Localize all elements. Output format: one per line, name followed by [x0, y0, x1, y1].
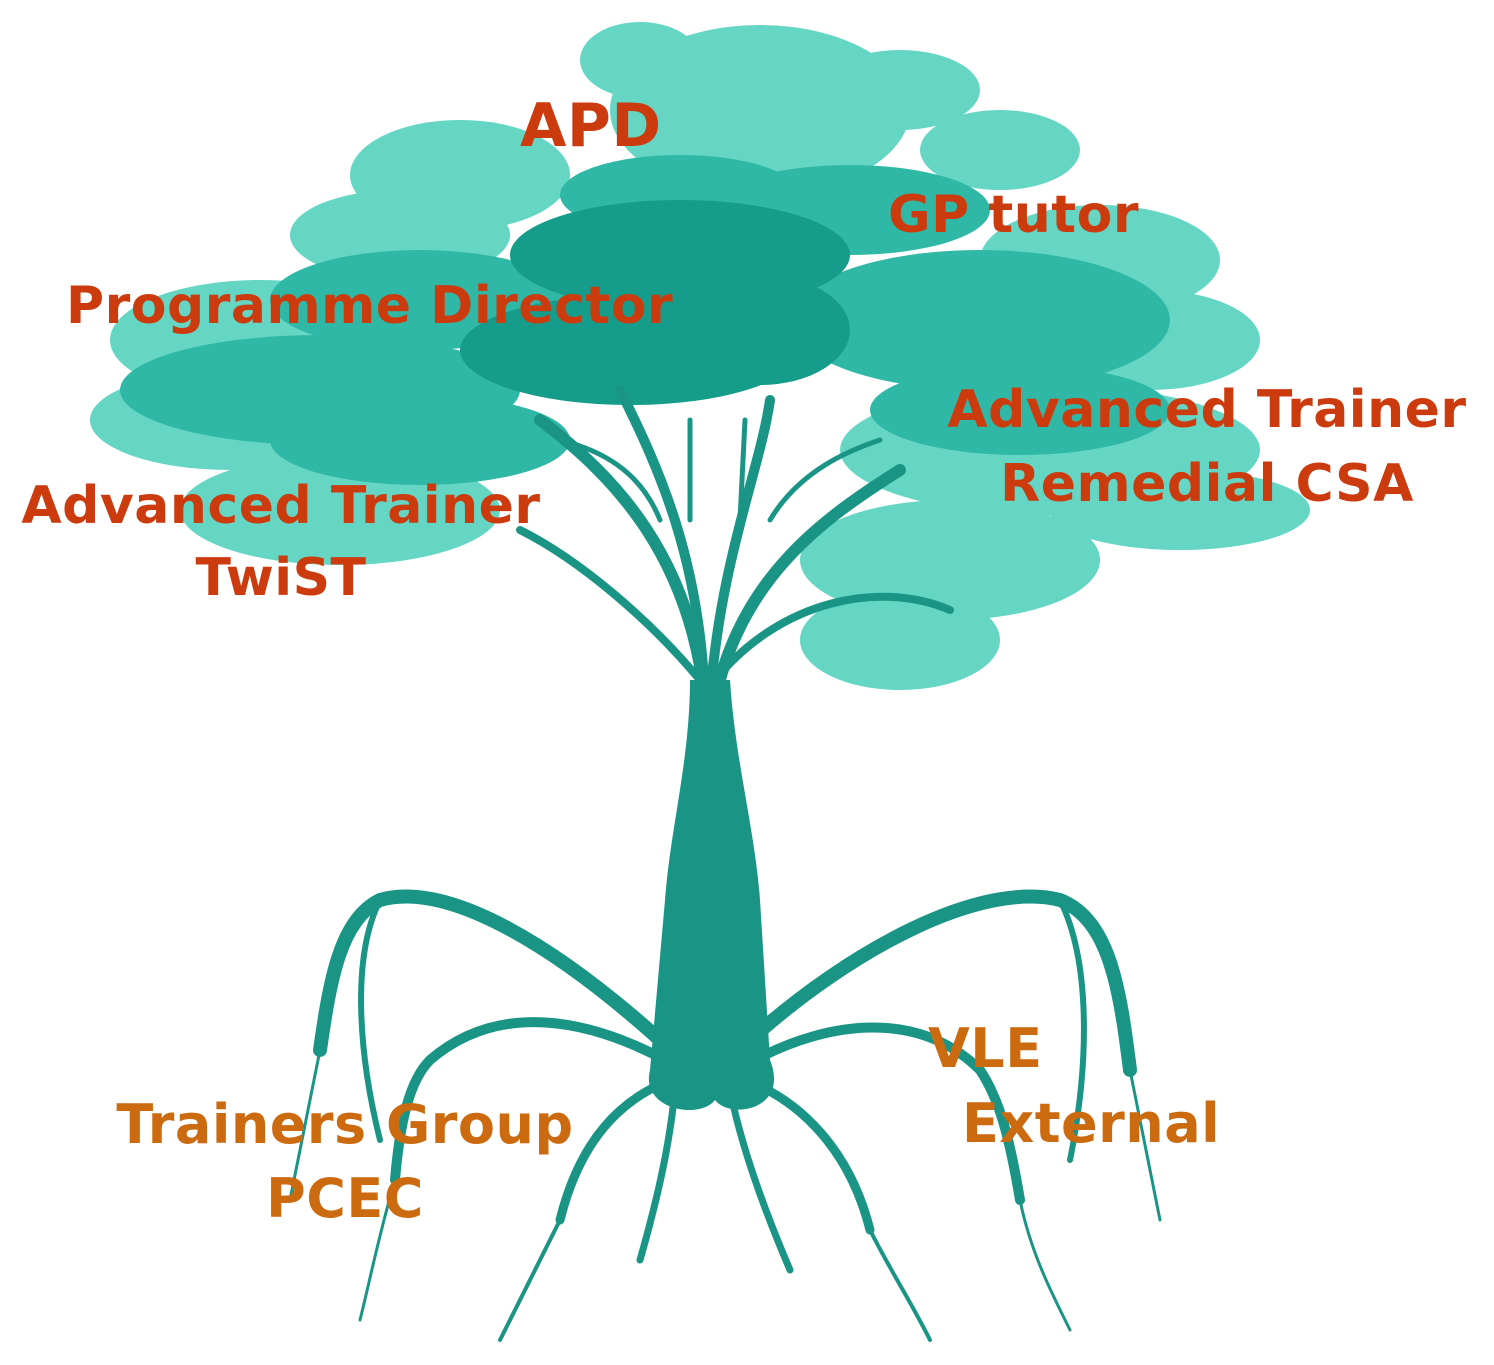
label-gp-tutor: GP tutor	[888, 185, 1139, 245]
roots	[288, 889, 1162, 1342]
label-advanced-trainer-left: Advanced Trainer	[21, 476, 541, 536]
branches	[516, 385, 954, 706]
label-trainers-group: Trainers Group	[116, 1093, 574, 1156]
label-twist: TwiST	[195, 548, 367, 608]
label-vle: VLE	[928, 1017, 1043, 1080]
label-programme-director: Programme Director	[66, 276, 674, 336]
label-pcec: PCEC	[266, 1167, 424, 1230]
canopy-dark	[460, 200, 850, 405]
label-advanced-trainer-right: Advanced Trainer	[947, 380, 1467, 440]
label-remedial-csa: Remedial CSA	[1000, 454, 1414, 514]
trunk	[648, 680, 775, 1110]
label-external: External	[962, 1092, 1221, 1155]
label-apd: APD	[520, 91, 662, 161]
